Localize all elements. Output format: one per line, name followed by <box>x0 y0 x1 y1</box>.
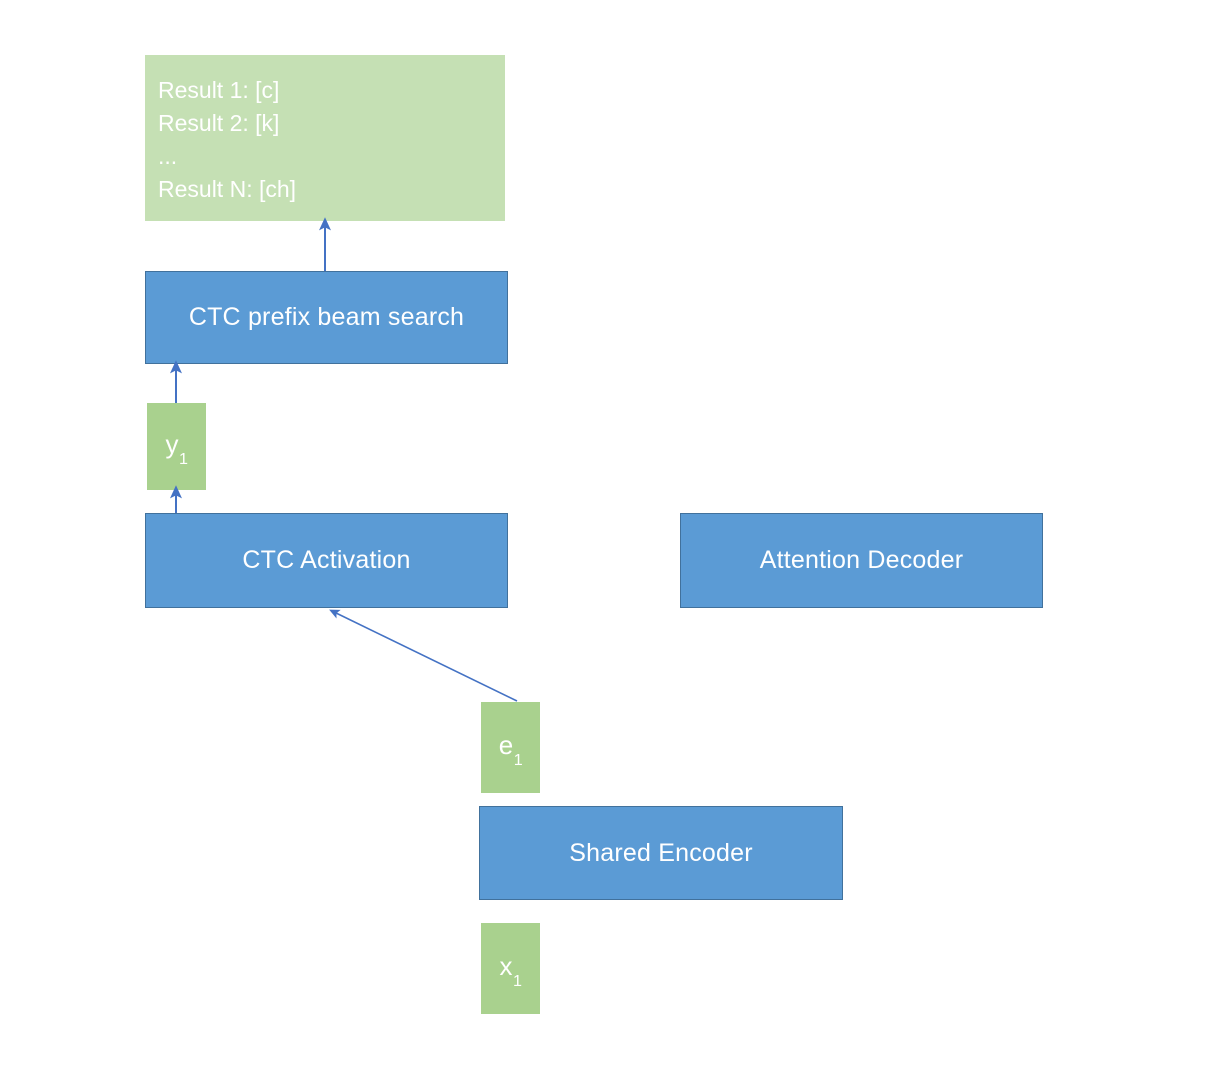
results-box[interactable]: Result 1: [c] Result 2: [k] ... Result N… <box>145 55 505 221</box>
result-line-1: Result 1: [c] <box>158 77 280 103</box>
edge-e1-to-activation <box>329 609 518 702</box>
node-label-ctc-activation: CTC Activation <box>242 546 411 574</box>
node-label-shared-encoder: Shared Encoder <box>569 838 753 867</box>
node-label-ctc-prefix-beam-search: CTC prefix beam search <box>188 303 465 331</box>
node-shared-encoder[interactable]: Shared Encoder <box>479 806 843 900</box>
result-line-2: Result 2: [k] <box>158 110 280 136</box>
node-x1[interactable]: x1 <box>481 923 540 1014</box>
node-ctc-prefix-beam-search[interactable]: CTC prefix beam search <box>145 271 508 364</box>
node-label-x1: x1 <box>499 950 522 990</box>
node-ctc-activation[interactable]: CTC Activation <box>145 513 508 608</box>
node-label-y1: y1 <box>165 428 188 468</box>
node-y1[interactable]: y1 <box>147 403 206 490</box>
node-e1[interactable]: e1 <box>481 702 540 793</box>
node-subscript-y1: 1 <box>179 449 188 468</box>
node-subscript-e1: 1 <box>513 750 523 769</box>
result-line-n: Result N: [ch] <box>158 176 297 202</box>
node-attention-decoder[interactable]: Attention Decoder <box>680 513 1043 608</box>
node-label-attention-decoder: Attention Decoder <box>759 546 964 574</box>
result-line-ellipsis: ... <box>158 143 178 169</box>
node-subscript-x1: 1 <box>513 971 522 990</box>
node-label-e1: e1 <box>498 729 523 769</box>
